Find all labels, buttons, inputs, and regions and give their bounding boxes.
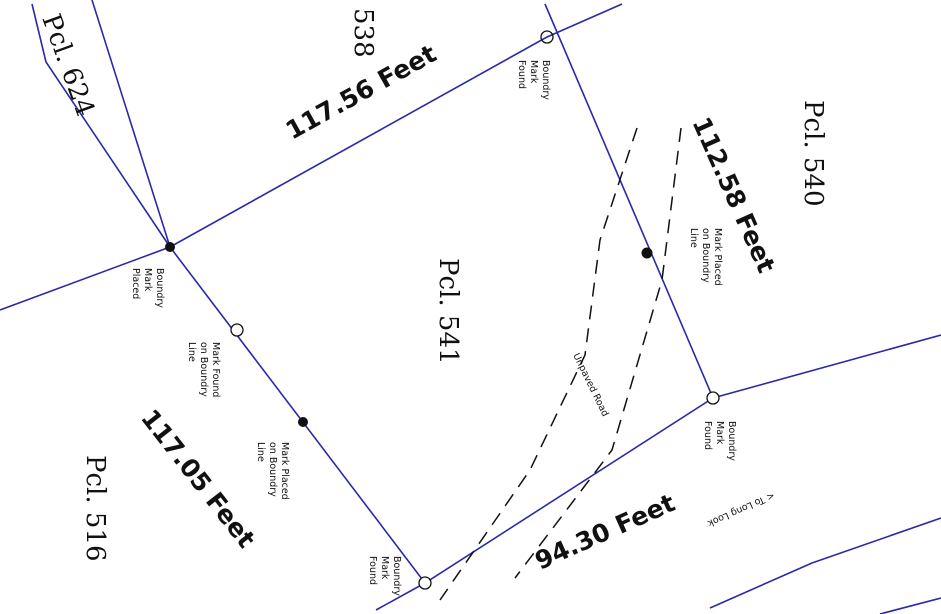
- note-line: Boundry: [154, 268, 165, 308]
- note-line: Boundry: [391, 556, 402, 596]
- note-line: Line: [688, 228, 699, 248]
- west-boundary-line: [169, 246, 426, 584]
- left-placed-note: Mark Placed on Boundry Line: [255, 442, 290, 500]
- parcel-624-west-line: [31, 3, 171, 248]
- note-line: Line: [255, 442, 266, 462]
- note-line: on Boundry: [267, 442, 278, 497]
- note-line: Mark Placed: [279, 442, 290, 500]
- mark-found-icon: [706, 391, 720, 405]
- note-line: Mark Found: [210, 342, 221, 397]
- mark-found-icon: [230, 323, 244, 337]
- note-line: Mark: [528, 60, 539, 84]
- unpaved-road: [439, 127, 682, 601]
- parcel-538-label: 538: [348, 8, 378, 58]
- east-boundary-line: [544, 3, 714, 399]
- note-line: on Boundry: [700, 228, 711, 283]
- note-line: Mark: [714, 421, 725, 445]
- parcel-624-east-line: [91, 0, 171, 248]
- note-line: Found: [516, 60, 527, 89]
- mark-placed-icon: [298, 417, 308, 427]
- road-edge-line-2: [879, 597, 941, 614]
- note-line: on Boundry: [198, 342, 209, 397]
- parcel-540-label: Pcl. 540: [798, 100, 828, 207]
- mark-found-icon: [540, 30, 554, 44]
- parcel-624-label: Pcl. 624: [35, 10, 100, 120]
- road-edge-line: [709, 517, 941, 609]
- mark-placed-icon: [165, 242, 175, 252]
- unpaved-road-label: Unpaved Road: [570, 351, 610, 418]
- ne-corner-note: Boundry Mark Found: [516, 60, 551, 100]
- survey-marks: [165, 30, 720, 590]
- e-corner-note: Boundry Mark Found: [702, 421, 737, 461]
- south-boundary-line: [375, 334, 941, 611]
- long-look-label: < To Long Look: [705, 489, 776, 529]
- left-found-note: Mark Found on Boundry Line: [186, 342, 221, 397]
- note-line: Found: [367, 556, 378, 585]
- note-line: Line: [186, 342, 197, 362]
- note-line: Mark: [142, 268, 153, 292]
- west-distance-label: 117.05 Feet: [135, 404, 261, 554]
- note-line: Found: [702, 421, 713, 450]
- note-line: Mark Placed: [712, 228, 723, 286]
- note-line: Boundry: [540, 60, 551, 100]
- note-line: Mark: [379, 556, 390, 580]
- road-west-edge: [439, 127, 638, 601]
- nw-corner-note: Boundry Mark Placed: [130, 268, 165, 308]
- mark-placed-icon: [641, 247, 653, 259]
- north-boundary-line: [0, 3, 623, 311]
- parcel-541-label: Pcl. 541: [433, 258, 463, 365]
- note-line: Placed: [130, 268, 141, 299]
- parcel-516-label: Pcl. 516: [80, 455, 110, 562]
- mark-found-icon: [418, 576, 432, 590]
- s-corner-note: Boundry Mark Found: [367, 556, 402, 596]
- road-east-edge: [514, 127, 682, 579]
- note-line: Boundry: [726, 421, 737, 461]
- right-placed-note: Mark Placed on Boundry Line: [688, 228, 723, 286]
